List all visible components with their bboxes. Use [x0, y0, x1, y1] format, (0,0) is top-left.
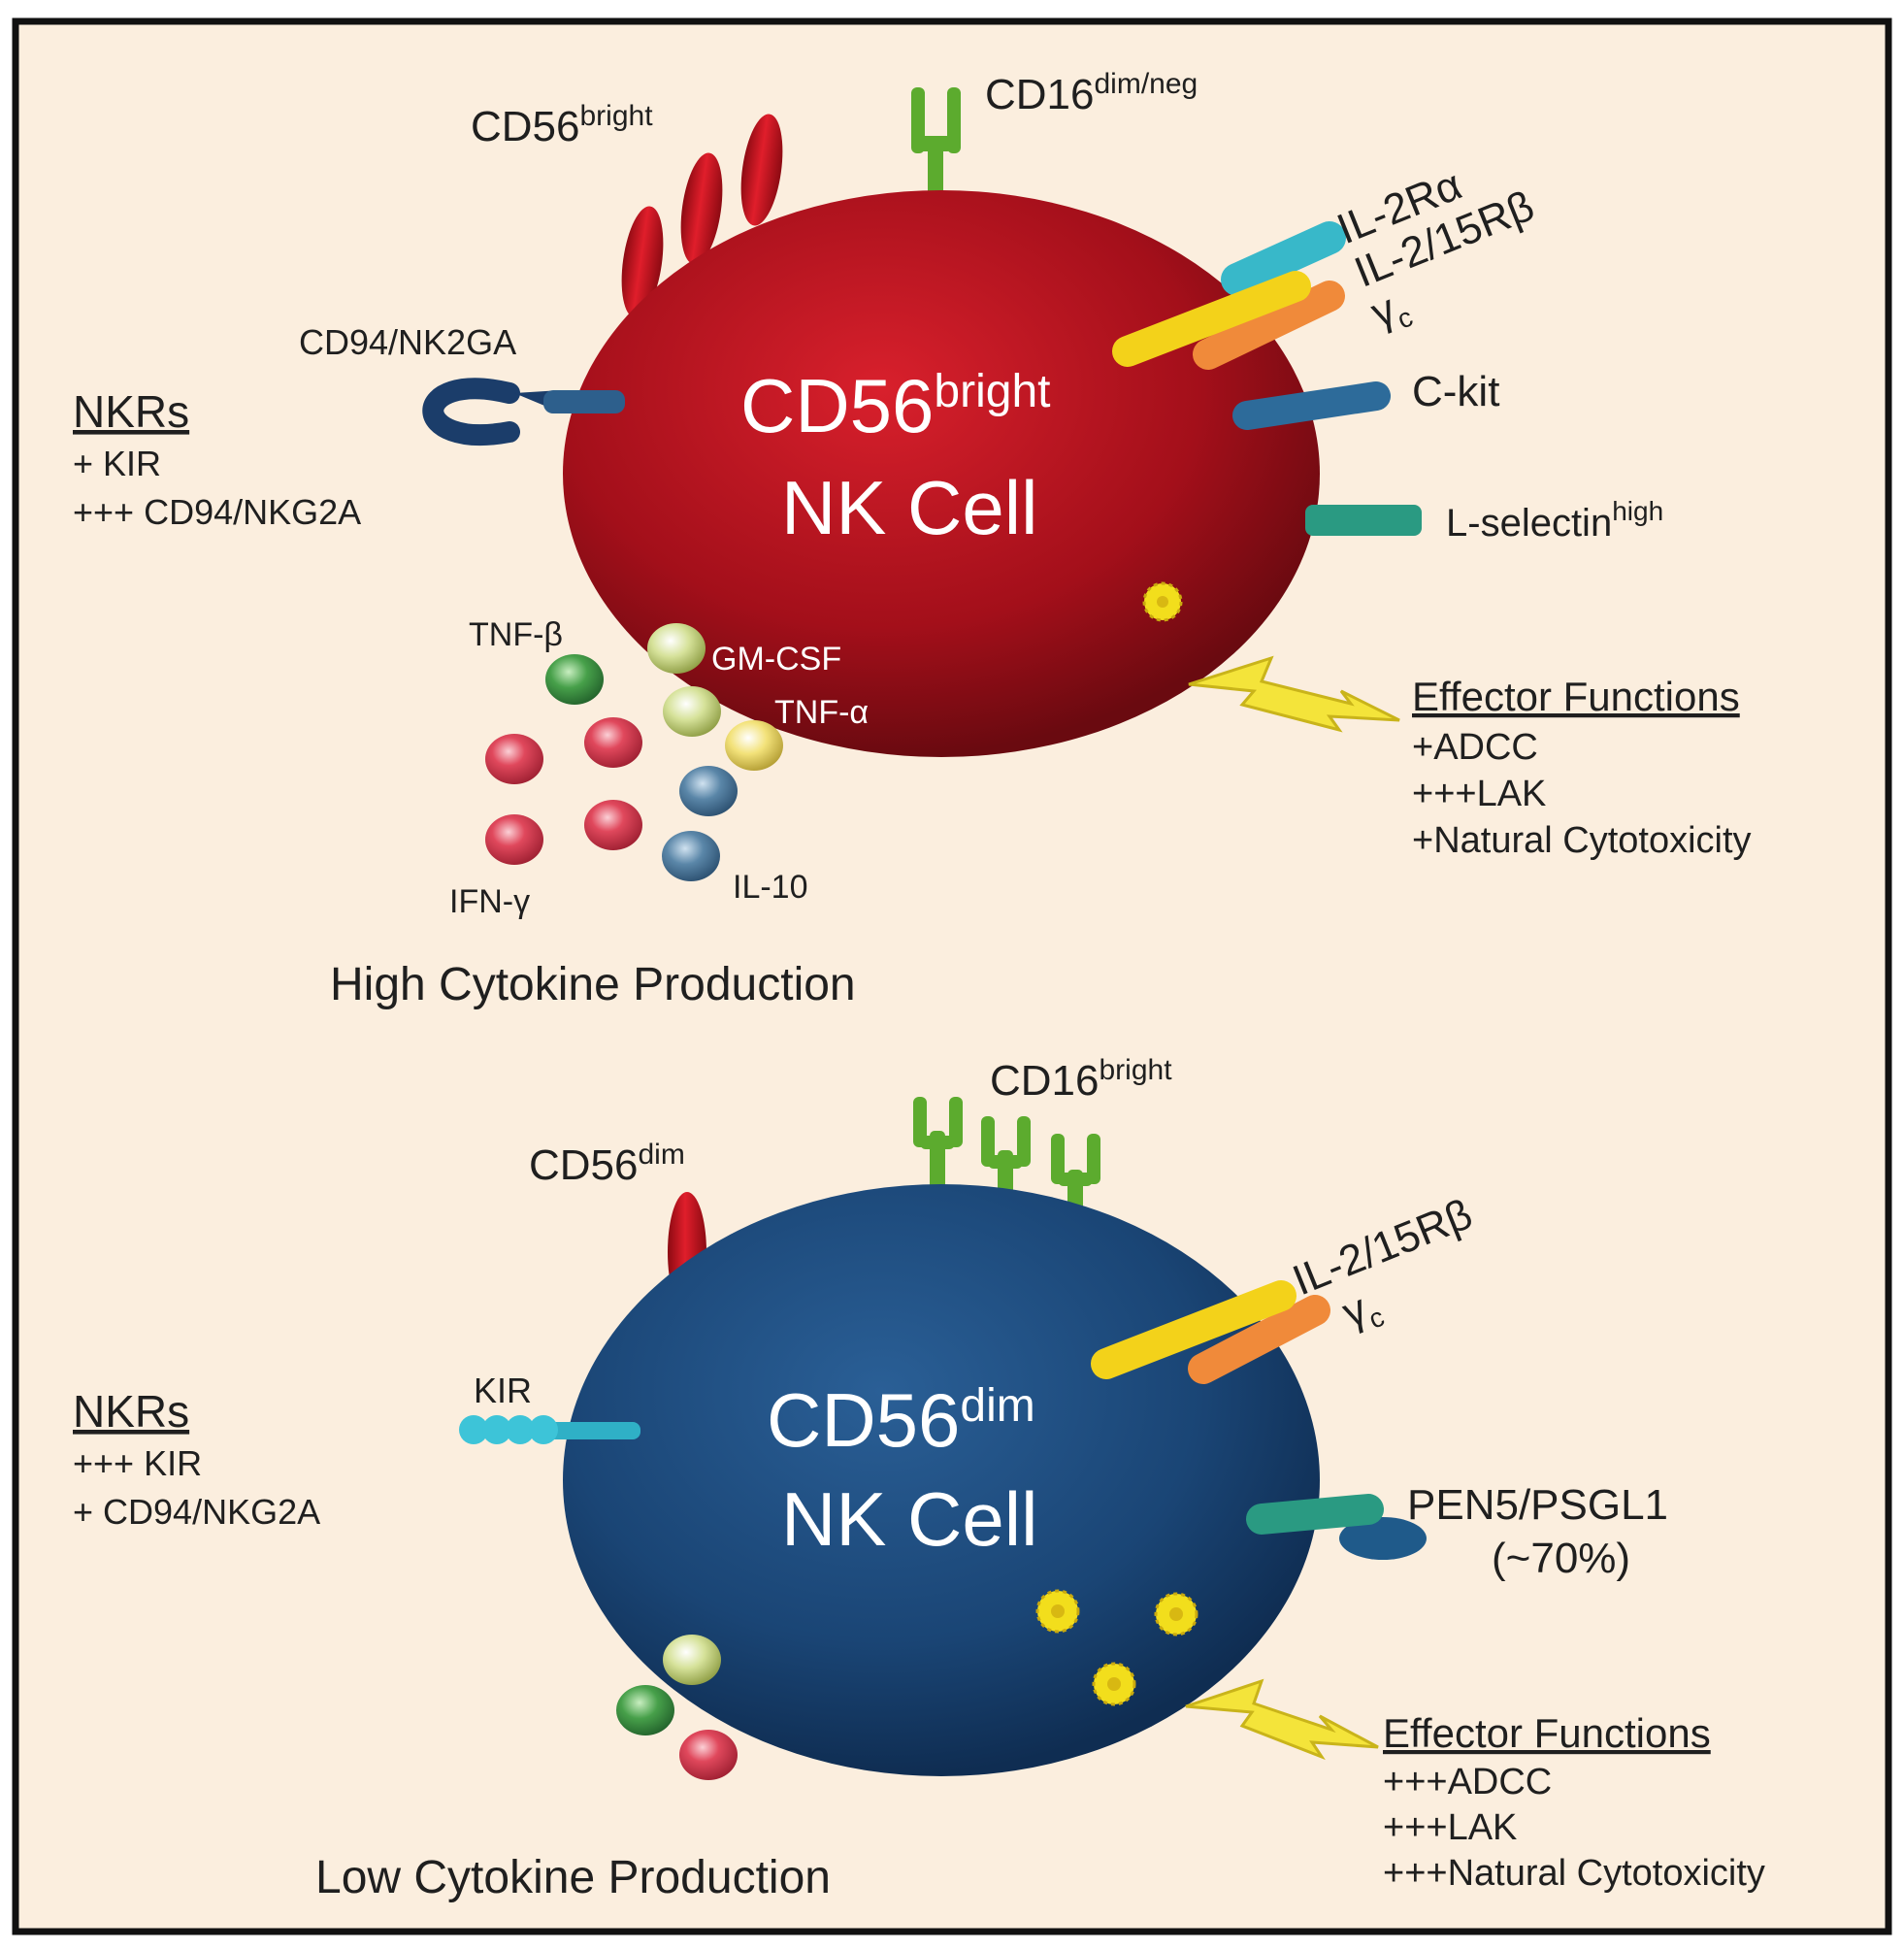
kir-label: KIR [474, 1371, 532, 1410]
cytokine-sphere [663, 1635, 721, 1685]
granule [1092, 1662, 1136, 1706]
dim-panel: CD56dim NK Cell CD56dim CD16bright IL-2/… [73, 1054, 1765, 1903]
cytokine-sphere [679, 1730, 738, 1780]
il-2-15r-beta-receptor [1112, 271, 1311, 367]
cd94-nkg2a-receptor [422, 378, 625, 446]
effector-item: +++LAK [1383, 1807, 1517, 1848]
cd56-dim-nk-cell [563, 1184, 1320, 1776]
il-10-sphere [662, 831, 720, 881]
gamma-c-receptor [1188, 1295, 1330, 1384]
dim-cell-title-line2: NK Cell [781, 1476, 1037, 1562]
bright-cell-title-line2: NK Cell [781, 465, 1037, 550]
tnf-beta-sphere [545, 654, 604, 705]
ifn-gamma-sphere [584, 717, 642, 768]
il-2-15r-beta-receptor [1091, 1280, 1297, 1379]
effector-item: +++LAK [1412, 774, 1546, 814]
gamma-c-receptor [1193, 281, 1345, 370]
bright-cell-title: CD56bright [740, 363, 1051, 448]
cytokine-sphere [616, 1685, 674, 1735]
cd94-nk2ga-label: CD94/NK2GA [299, 322, 516, 362]
effector-functions-title: Effector Functions [1383, 1710, 1711, 1756]
ifn-gamma-sphere [584, 800, 642, 850]
ifn-gamma-sphere [485, 814, 543, 865]
tnf-alpha-sphere [725, 720, 783, 771]
dim-cell-title: CD56dim [767, 1377, 1035, 1463]
l-selectin-receptor [1305, 505, 1422, 536]
il-2r-alpha-receptor [1221, 221, 1346, 296]
effector-item: +++Natural Cytotoxicity [1383, 1853, 1765, 1894]
granule [1035, 1589, 1080, 1634]
nkrs-title: NKRs [73, 1386, 189, 1437]
nkrs-title: NKRs [73, 386, 189, 437]
effector-lightning-icon [1185, 1678, 1379, 1761]
ifn-gamma-label: IFN-γ [449, 883, 530, 920]
tnf-alpha-label: TNF-α [774, 694, 869, 731]
nkrs-item: +++ CD94/NKG2A [73, 492, 361, 532]
gm-csf-label: GM-CSF [711, 641, 841, 678]
kir-receptor [459, 1415, 640, 1444]
low-cytokine-production-label: Low Cytokine Production [315, 1852, 831, 1903]
effector-lightning-icon [1188, 655, 1400, 733]
il-10-sphere [679, 766, 738, 816]
cd16-dim-label: CD16dim/neg [985, 68, 1198, 118]
cytokine-spheres [616, 1635, 738, 1780]
granule [1142, 581, 1183, 622]
nkrs-item: + KIR [73, 444, 161, 483]
cd56-marker [740, 114, 783, 226]
pen5-psgl1-label: PEN5/PSGL1 [1407, 1481, 1668, 1529]
ifn-gamma-sphere [485, 734, 543, 784]
cd56-bright-nk-cell [563, 190, 1320, 757]
cd16-bright-label: CD16bright [990, 1054, 1172, 1105]
diagram-frame [12, 17, 1892, 1935]
pen5-percentage-label: (~70%) [1492, 1535, 1630, 1582]
effector-item: +Natural Cytotoxicity [1412, 820, 1752, 861]
nkrs-item: + CD94/NKG2A [73, 1492, 320, 1532]
effector-functions-title: Effector Functions [1412, 674, 1740, 719]
effector-item: +++ADCC [1383, 1762, 1552, 1802]
cd56-bright-markers [621, 114, 783, 318]
cytokine-spheres [485, 623, 783, 881]
c-kit-label: C-kit [1412, 368, 1499, 415]
il-10-label: IL-10 [733, 869, 808, 906]
granules [1035, 1589, 1198, 1706]
effector-item: +ADCC [1412, 727, 1538, 768]
tnf-beta-label: TNF-β [469, 616, 563, 653]
cd56-dim-label: CD56dim [529, 1139, 685, 1189]
cd56-marker [680, 152, 723, 265]
cd56-marker [621, 206, 664, 318]
pen5-psgl1-receptor [1246, 1494, 1427, 1560]
granule [1154, 1592, 1198, 1636]
gm-csf-sphere [663, 686, 721, 737]
high-cytokine-production-label: High Cytokine Production [330, 959, 856, 1010]
c-kit-receptor [1232, 381, 1391, 430]
nkrs-item: +++ KIR [73, 1443, 202, 1483]
gm-csf-sphere [647, 623, 706, 674]
cd56-bright-label: CD56bright [471, 100, 653, 150]
l-selectin-label: L-selectinhigh [1446, 496, 1663, 545]
